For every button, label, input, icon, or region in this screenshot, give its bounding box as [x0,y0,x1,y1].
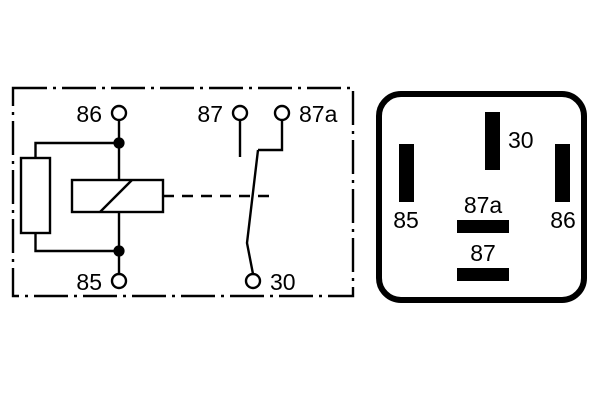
terminal-85-circle[interactable] [110,272,128,290]
terminal-85-label: 85 [76,269,102,295]
contact-87a-stub [258,120,284,152]
terminal-87-label: 87 [197,101,223,127]
pin-87a-label: 87a [464,192,503,218]
pinout-outline [376,91,587,303]
pin-87-blade[interactable] [457,268,509,281]
terminal-30-label: 30 [270,269,296,295]
terminal-30-circle[interactable] [244,272,262,290]
switch-blade [245,149,260,275]
pin-86-blade[interactable] [555,144,570,202]
pin-87-label: 87 [470,240,496,266]
relay-coil-diagonal [99,179,133,213]
pin-85-label: 85 [393,207,419,233]
terminal-87-circle[interactable] [231,104,249,122]
schematic-border [11,86,355,298]
junction-dot-bottom [113,245,125,257]
terminal-87a-circle[interactable] [273,104,291,122]
pin-30-blade[interactable] [485,112,500,170]
pin-86-label: 86 [550,207,576,233]
pin-85-blade[interactable] [399,144,414,202]
terminal-87a-label: 87a [299,101,338,127]
junction-dot-top [113,137,125,149]
terminal-86-label: 86 [76,101,102,127]
terminal-86-circle[interactable] [110,104,128,122]
pin-30-label: 30 [508,127,534,153]
resistor-bottom-lead [34,233,119,253]
resistor-top-lead [34,141,119,158]
coil-resistor [19,156,52,235]
pin-87a-blade[interactable] [457,220,509,233]
